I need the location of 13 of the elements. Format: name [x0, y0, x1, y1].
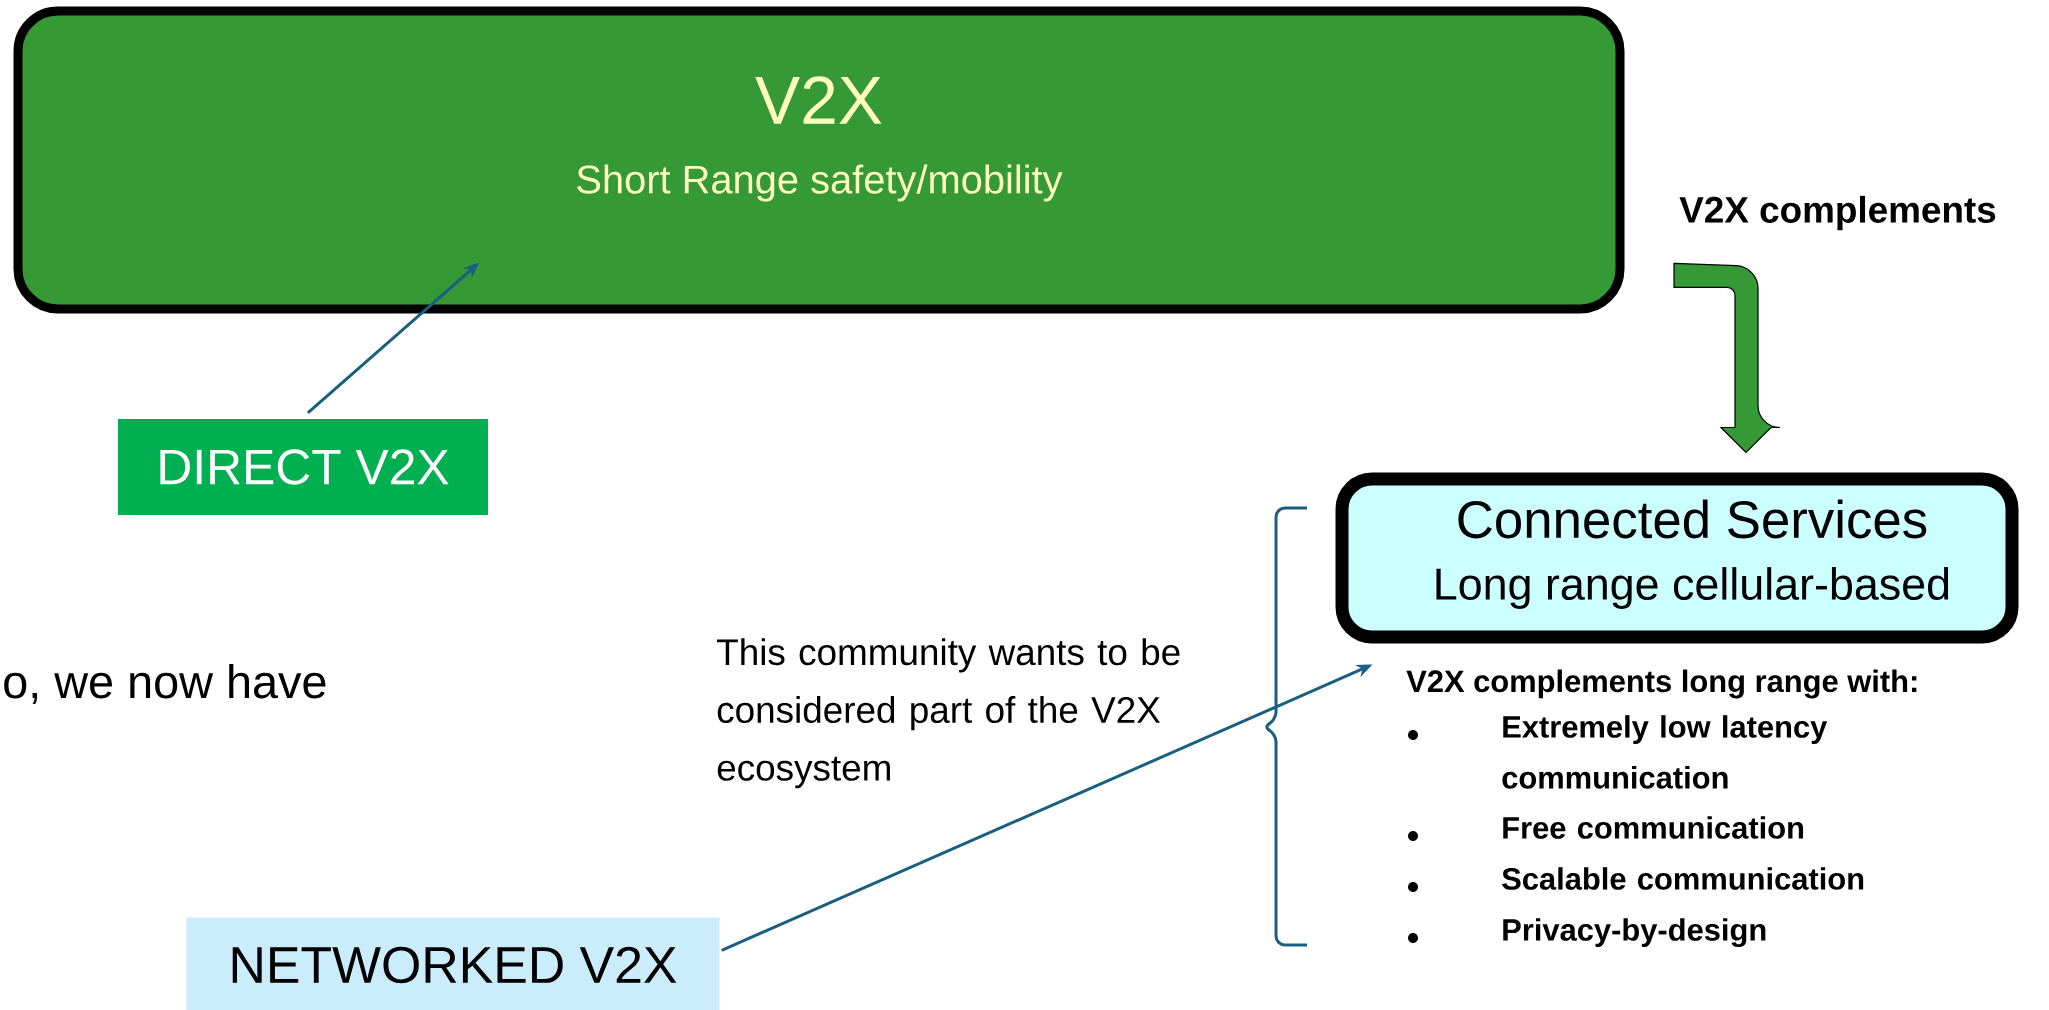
list-heading: V2X complements long range with:: [1406, 669, 1917, 699]
bent-arrow: [1673, 262, 1781, 454]
label-box: DIRECT V2X: [118, 419, 488, 515]
body-text: o, we now have: [4, 664, 326, 704]
bullet-item: Free communication: [1408, 816, 1804, 841]
rounded-box: V2X Short Range safety/mobility: [13, 6, 1625, 314]
label-box: NETWORKED V2X: [186, 917, 720, 1010]
bullet-item: Privacy-by-design: [1408, 918, 1766, 948]
rounded-box: Connected Services Long range cellular-based: [1335, 472, 2019, 644]
arrow-caption: V2X complements: [1679, 195, 1996, 231]
bullet-item: Extremely low latency communication: [1408, 715, 1828, 789]
bullet-item: Scalable communication: [1408, 867, 1864, 892]
note-text: This community wants to be considered part of the V2X ecosystem: [717, 638, 1180, 789]
